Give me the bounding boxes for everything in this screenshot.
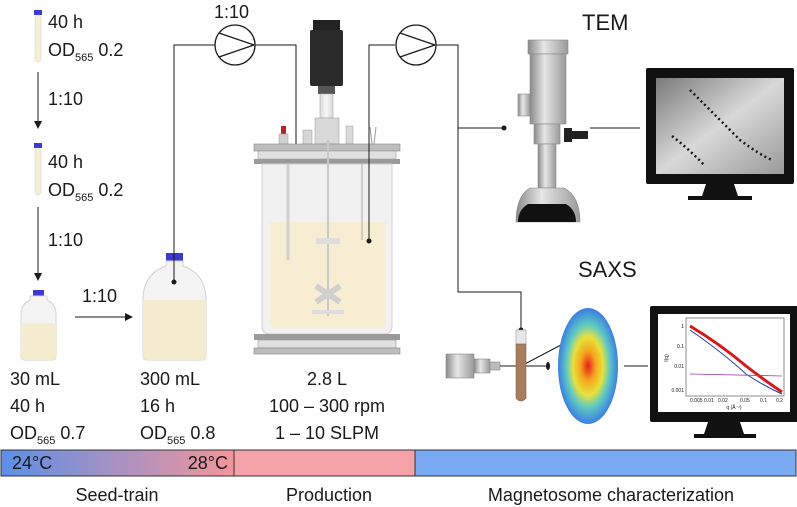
tube-2-time: 40 h: [48, 152, 83, 172]
bioreactor-vessel: [253, 20, 401, 355]
temp-end: 28°C: [188, 453, 228, 473]
saxs-ytick: 1: [681, 324, 684, 330]
feed-line-to-pump-1: [173, 44, 215, 282]
tem-monitor: [646, 68, 794, 200]
small-bottle: [20, 290, 57, 361]
pump-1-icon: [214, 24, 256, 66]
saxs-xtick: 0.02: [718, 398, 728, 404]
tube-1-od: OD565 0.2: [48, 40, 123, 64]
saxs-y-ticks: 1 0.1 0.01 0.001: [671, 324, 684, 394]
sample-line-to-pump-2: [368, 44, 395, 240]
saxs-label: SAXS: [578, 257, 637, 282]
small-bottle-time: 40 h: [10, 396, 45, 416]
feed-line-to-reactor: [255, 44, 297, 182]
feed-line-tip: [171, 279, 177, 285]
phase-seed-train-bar: [0, 449, 235, 477]
saxs-x-ticks: 0.005 0.01 0.02 0.05 0.1 0.2: [690, 398, 783, 404]
ratio-2: 1:10: [48, 230, 83, 250]
saxs-xtick: 0.2: [776, 398, 783, 404]
ratio-1: 1:10: [48, 89, 83, 109]
reactor-aeration: 1 – 10 SLPM: [275, 423, 379, 443]
reactor-stirring: 100 – 300 rpm: [269, 396, 385, 416]
ratio-3: 1:10: [82, 286, 117, 306]
large-bottle-od: OD565 0.8: [140, 423, 215, 447]
saxs-scattering-pattern: [558, 308, 618, 424]
phase-production-bar: [233, 449, 416, 477]
saxs-xtick: 0.1: [760, 398, 767, 404]
phase-label-seed-train: Seed-train: [75, 485, 158, 505]
sample-capillary: [515, 329, 527, 402]
saxs-xlabel: q (Å⁻¹): [726, 404, 741, 411]
sample-line-tip: [366, 238, 372, 244]
saxs-xtick: 0.05: [740, 398, 750, 404]
saxs-monitor: [650, 306, 797, 438]
tube-2-od: OD565 0.2: [48, 180, 123, 204]
pump-2-icon: [395, 24, 437, 66]
saxs-xtick: 0.005: [690, 398, 703, 404]
small-bottle-volume: 30 mL: [10, 369, 60, 389]
beam-stop: [546, 362, 550, 370]
tem-label: TEM: [582, 10, 628, 35]
phase-label-characterization: Magnetosome characterization: [488, 485, 734, 505]
small-bottle-od: OD565 0.7: [10, 423, 85, 447]
sample-line-to-saxs: [436, 44, 522, 330]
large-bottle: [142, 253, 207, 361]
saxs-xtick: 0.01: [704, 398, 714, 404]
tube-1-time: 40 h: [48, 12, 83, 32]
phase-label-production: Production: [286, 485, 372, 505]
phase-characterization-bar: [414, 449, 797, 477]
reactor-volume: 2.8 L: [307, 369, 347, 389]
culture-tube-2: [34, 143, 42, 196]
tem-inlet-tip: [501, 125, 507, 131]
saxs-ytick: 0.01: [674, 364, 684, 370]
saxs-source-icon: [445, 353, 501, 379]
large-bottle-time: 16 h: [140, 396, 175, 416]
saxs-ytick: 0.1: [677, 344, 684, 350]
saxs-ylabel: I(q): [664, 354, 670, 362]
pump-ratio: 1:10: [214, 2, 249, 22]
culture-tube-1: [34, 10, 42, 63]
large-bottle-volume: 300 mL: [140, 369, 200, 389]
temp-start: 24°C: [12, 453, 52, 473]
saxs-ytick: 0.001: [671, 388, 684, 394]
tem-microscope-icon: [515, 39, 588, 223]
